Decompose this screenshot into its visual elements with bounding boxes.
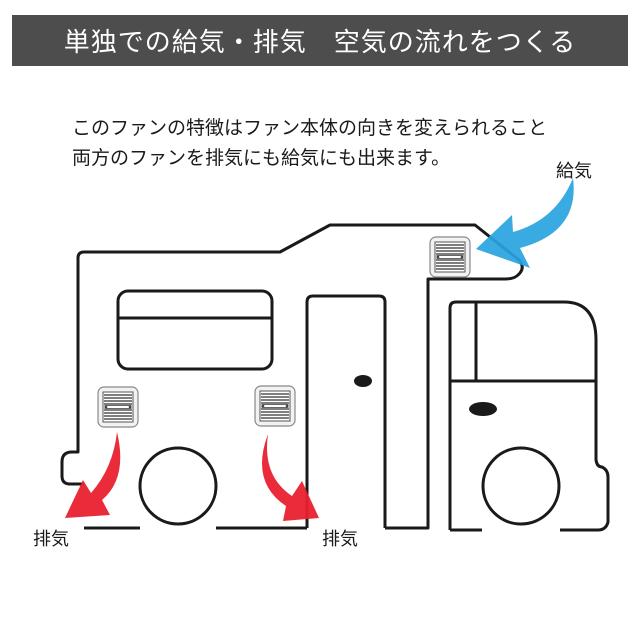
intake-arrow-icon xyxy=(476,178,574,268)
exhaust-arrow-rear-icon xyxy=(65,432,121,518)
description-line-2: 両方のファンを排気にも給気にも出来ます。 xyxy=(72,147,451,169)
cab-door-handle xyxy=(469,402,497,416)
description: このファンの特徴はファン本体の向きを変えられること 両方のファンを排気にも給気に… xyxy=(72,113,547,173)
intake-label: 給気 xyxy=(556,161,592,182)
description-line-1: このファンの特徴はファン本体の向きを変えられること xyxy=(72,117,548,139)
front-wheel xyxy=(481,446,561,526)
rear-wheel xyxy=(138,446,218,526)
entry-door xyxy=(305,294,387,528)
title-banner: 単独での給気・排気 空気の流れをつくる xyxy=(12,15,628,66)
door-handle xyxy=(354,375,372,387)
banner-title: 単独での給気・排気 空気の流れをつくる xyxy=(63,28,577,58)
exhaust-label-rear: 排気 xyxy=(33,529,69,550)
roof-vent-icon xyxy=(429,236,471,278)
exhaust-arrow-middle-icon xyxy=(262,434,319,521)
rear-side-vent-icon xyxy=(97,386,139,428)
middle-side-vent-icon xyxy=(254,385,296,427)
side-window xyxy=(116,289,274,371)
exhaust-label-middle: 排気 xyxy=(322,529,358,550)
